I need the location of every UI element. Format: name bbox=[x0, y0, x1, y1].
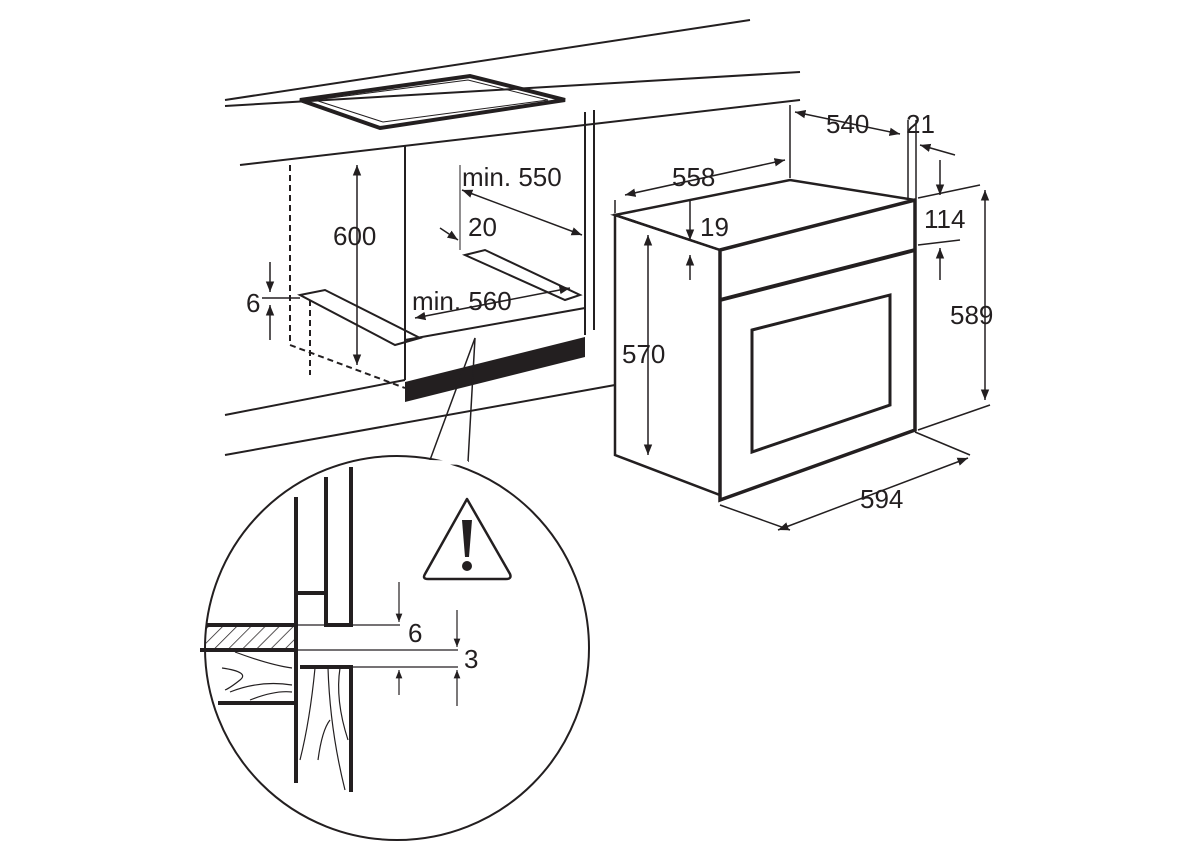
oven-front-height-label: 589 bbox=[950, 300, 993, 330]
warning-triangle-icon bbox=[422, 497, 512, 581]
countertop bbox=[224, 19, 801, 166]
detail-gap-bottom-label: 3 bbox=[464, 644, 478, 674]
hob bbox=[299, 73, 566, 131]
cabinet-niche bbox=[224, 110, 616, 456]
control-panel-height-label: 114 bbox=[924, 204, 965, 234]
cabinet-height-label: 600 bbox=[333, 221, 376, 251]
oven-front-width-label: 594 bbox=[860, 484, 903, 514]
rail-height-label: 6 bbox=[246, 288, 260, 318]
front-thickness-label: 21 bbox=[906, 109, 935, 139]
detail-callout: 6 3 bbox=[200, 337, 590, 841]
cabinet-min-width-label: min. 560 bbox=[412, 286, 512, 316]
rail-offset-label: 20 bbox=[468, 212, 497, 242]
oven bbox=[610, 178, 917, 503]
plinth bbox=[405, 337, 585, 402]
wood-grain bbox=[221, 651, 349, 791]
cabinet-min-depth-label: min. 550 bbox=[462, 162, 562, 192]
top-offset-label: 19 bbox=[700, 212, 729, 242]
detail-gap-top-label: 6 bbox=[408, 618, 422, 648]
oven-depth-label: 540 bbox=[826, 109, 869, 139]
oven-body-width-label: 558 bbox=[672, 162, 715, 192]
oven-body-height-label: 570 bbox=[622, 339, 665, 369]
